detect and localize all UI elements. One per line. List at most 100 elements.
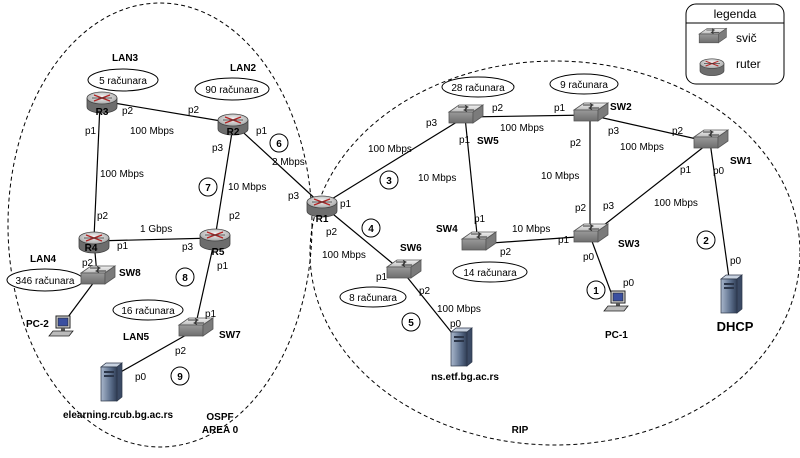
link-r2-r5 bbox=[214, 125, 234, 239]
diagram-label: 9 bbox=[177, 372, 183, 383]
marker-7: 7 bbox=[198, 177, 218, 197]
link-speed-labels: 100 Mbps 100 Mbps 1 Gbps 10 Mbps 2 Mbps … bbox=[100, 123, 698, 315]
diagram-label: p2 bbox=[672, 126, 684, 137]
diagram-label: p3 bbox=[182, 242, 194, 253]
diagram-label: 7 bbox=[205, 183, 211, 194]
diagram-label: p2 bbox=[229, 211, 241, 222]
cloud-lan3: 5 računara bbox=[87, 68, 159, 92]
diagram-label: 1 Gbps bbox=[140, 224, 172, 235]
link-sw3-sw1 bbox=[589, 141, 711, 237]
diagram-label: SW6 bbox=[400, 243, 422, 254]
diagram-label: 28 računara bbox=[451, 83, 505, 94]
lan4-label: LAN4 bbox=[30, 254, 57, 265]
switch-sw3[interactable]: SW3 bbox=[573, 223, 640, 250]
switch-sw2[interactable]: SW2 bbox=[573, 102, 632, 122]
diagram-label: SW3 bbox=[618, 239, 640, 250]
diagram-label: p3 bbox=[608, 126, 620, 137]
pc-2[interactable]: PC-2 bbox=[26, 315, 74, 337]
link-sw5-sw4 bbox=[464, 116, 479, 245]
diagram-label: DHCP bbox=[717, 319, 754, 334]
diagram-label: 100 Mbps bbox=[620, 142, 664, 153]
ospf-area-boundary bbox=[7, 2, 313, 448]
link-sw2-sw1 bbox=[589, 114, 711, 143]
diagram-label: elearning.rcub.bg.ac.rs bbox=[63, 410, 173, 421]
diagram-label: 4 bbox=[368, 224, 374, 235]
diagram-label: R1 bbox=[316, 214, 329, 225]
cloud-lan5: 16 računara bbox=[112, 299, 184, 321]
router-r5[interactable]: R5 bbox=[199, 228, 231, 258]
diagram-label: 10 Mbps bbox=[541, 171, 579, 182]
diagram-label: R5 bbox=[212, 247, 225, 258]
link-r4-r5 bbox=[93, 237, 216, 242]
diagram-label: 2 bbox=[703, 236, 709, 247]
diagram-label: 10 Mbps bbox=[228, 182, 266, 193]
pc-1[interactable]: PC-1 bbox=[603, 290, 629, 341]
diagram-label: p1 bbox=[554, 103, 566, 114]
cloud-sw5: 28 računara bbox=[441, 76, 515, 98]
diagram-label: p3 bbox=[288, 191, 300, 202]
router-r1[interactable]: R1 bbox=[306, 195, 338, 225]
diagram-label: p2 bbox=[122, 106, 134, 117]
router-r2[interactable]: R2 bbox=[217, 113, 249, 138]
marker-8: 8 bbox=[175, 267, 195, 287]
switch-sw1[interactable]: SW1 bbox=[693, 129, 752, 167]
links bbox=[61, 100, 731, 379]
switch-sw6[interactable]: SW6 bbox=[386, 243, 422, 279]
diagram-label: SW5 bbox=[477, 136, 499, 147]
link-sw5-sw2 bbox=[464, 114, 591, 118]
cloud-lan2: 90 računara bbox=[194, 77, 270, 101]
diagram-label: 6 bbox=[276, 139, 282, 150]
diagram-label: 100 Mbps bbox=[322, 250, 366, 261]
diagram-label: p3 bbox=[426, 118, 438, 129]
diagram-label: p0 bbox=[135, 372, 147, 383]
diagram-label: p2 bbox=[326, 227, 338, 238]
link-sw3-pc1 bbox=[589, 235, 613, 296]
link-sw1-dhcp bbox=[709, 141, 731, 286]
diagram-label: p1 bbox=[217, 261, 229, 272]
diagram-label: 100 Mbps bbox=[654, 198, 698, 209]
server-elearning[interactable]: elearning.rcub.bg.ac.rs bbox=[63, 362, 173, 421]
lan3-label: LAN3 bbox=[112, 53, 139, 64]
diagram-label: SW4 bbox=[436, 224, 458, 235]
link-r5-sw7 bbox=[194, 237, 216, 329]
legend-switch-label: svič bbox=[736, 31, 757, 45]
switch-sw8[interactable]: SW8 bbox=[80, 265, 141, 285]
diagram-label: p2 bbox=[570, 138, 582, 149]
diagram-label: 8 računara bbox=[349, 293, 397, 304]
diagram-label: SW1 bbox=[730, 156, 752, 167]
server-dhcp[interactable]: DHCP bbox=[717, 274, 754, 334]
marker-3: 3 bbox=[379, 170, 399, 190]
diagram-label: 10 Mbps bbox=[512, 224, 550, 235]
diagram-label: 16 računara bbox=[121, 306, 175, 317]
diagram-label: p2 bbox=[175, 346, 187, 357]
diagram-label: 346 računara bbox=[16, 276, 75, 287]
diagram-label: p1 bbox=[205, 309, 217, 320]
diagram-label: 100 Mbps bbox=[368, 144, 412, 155]
link-sw4-sw3 bbox=[477, 235, 591, 245]
diagram-label: p2 bbox=[575, 203, 587, 214]
diagram-label: 8 bbox=[182, 273, 188, 284]
diagram-label: 100 Mbps bbox=[100, 169, 144, 180]
diagram-label: p0 bbox=[623, 278, 635, 289]
diagram-label: p1 bbox=[376, 272, 388, 283]
link-sw6-ns bbox=[402, 271, 457, 339]
diagram-label: R4 bbox=[85, 243, 98, 254]
link-r1-sw6 bbox=[321, 204, 404, 273]
switch-sw5[interactable]: SW5 bbox=[448, 104, 499, 147]
diagram-label: ns.etf.bg.ac.rs bbox=[431, 372, 499, 383]
diagram-label: SW8 bbox=[119, 268, 141, 279]
diagram-label: 9 računara bbox=[560, 80, 608, 91]
link-r3-r2 bbox=[101, 100, 234, 124]
server-ns[interactable]: ns.etf.bg.ac.rs bbox=[431, 327, 499, 383]
diagram-label: R2 bbox=[227, 127, 240, 138]
rip-label: RIP bbox=[512, 425, 529, 436]
switch-sw4[interactable]: SW4 bbox=[436, 224, 497, 251]
diagram-label: 1 bbox=[593, 286, 599, 297]
router-r3[interactable]: R3 bbox=[86, 91, 118, 118]
marker-1: 1 bbox=[586, 280, 606, 300]
router-r4[interactable]: R4 bbox=[78, 231, 110, 254]
diagram-label: SW7 bbox=[219, 330, 241, 341]
diagram-label: p3 bbox=[212, 143, 224, 154]
diagram-label: p2 bbox=[419, 286, 431, 297]
switch-sw7[interactable]: SW7 bbox=[178, 317, 241, 341]
